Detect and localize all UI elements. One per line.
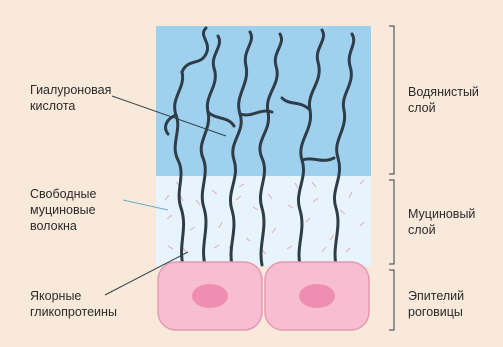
label-line: слой bbox=[408, 222, 475, 238]
bracket-aqueous bbox=[389, 26, 394, 174]
label-line: роговицы bbox=[408, 304, 464, 320]
label-aqueous-layer: Водянистый слой bbox=[408, 84, 479, 116]
label-line: слой bbox=[408, 100, 479, 116]
cell-nucleus bbox=[299, 284, 335, 308]
label-line: Гиалуроновая bbox=[30, 82, 111, 98]
layer-brackets bbox=[389, 26, 394, 330]
aqueous-layer-region bbox=[156, 26, 371, 176]
label-line: Муциновый bbox=[408, 206, 475, 222]
label-line: волокна bbox=[30, 218, 96, 234]
bracket-epithelium bbox=[389, 270, 394, 330]
label-mucin-layer: Муциновый слой bbox=[408, 206, 475, 238]
label-line: гликопротеины bbox=[30, 304, 117, 320]
bracket-mucin bbox=[389, 180, 394, 264]
label-hyaluronic-acid: Гиалуроновая кислота bbox=[30, 82, 111, 114]
label-line: Водянистый bbox=[408, 84, 479, 100]
label-line: Якорные bbox=[30, 288, 117, 304]
label-line: муциновые bbox=[30, 202, 96, 218]
label-line: Свободные bbox=[30, 186, 96, 202]
label-line: кислота bbox=[30, 98, 111, 114]
label-anchor-glycoproteins: Якорные гликопротеины bbox=[30, 288, 117, 320]
cell-nucleus bbox=[192, 284, 228, 308]
label-free-mucin-fibers: Свободные муциновые волокна bbox=[30, 186, 96, 234]
label-corneal-epithelium: Эпителий роговицы bbox=[408, 288, 464, 320]
label-line: Эпителий bbox=[408, 288, 464, 304]
